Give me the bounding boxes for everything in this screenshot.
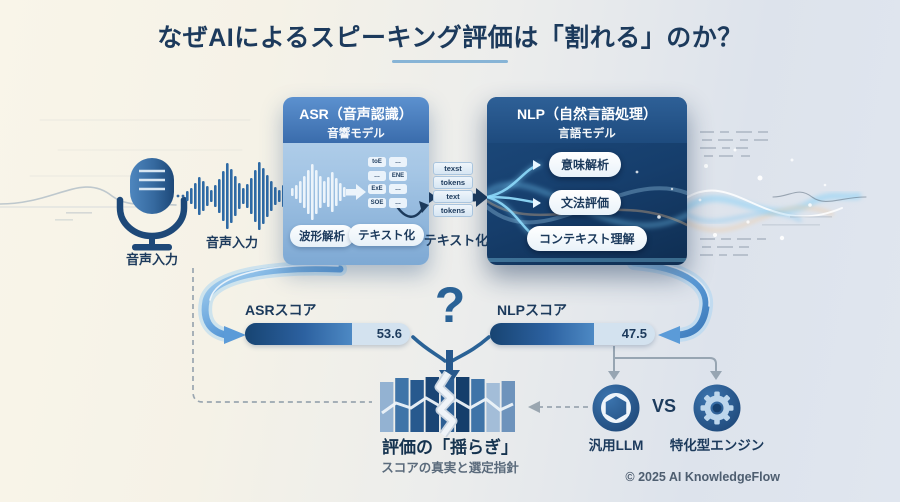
mini-token-chip: … [389, 157, 407, 167]
waveform-input-label: 音声入力 [205, 235, 258, 250]
sparkles [698, 148, 827, 241]
mini-token-chip: … [389, 184, 407, 194]
background-sketch [0, 119, 251, 221]
asr-score-value: 53.6 [376, 326, 402, 341]
result-subtitle: スコアの真実と選定指針 [381, 461, 519, 475]
mini-token-chip: SOE [368, 197, 386, 208]
mic-input-label: 音声入力 [125, 252, 178, 267]
semantic-analysis-pill: 意味解析 [549, 152, 622, 177]
token-chip: text [433, 190, 473, 203]
asr-box-title: ASR（音声認識） [299, 106, 413, 122]
asr-score-label: ASRスコア [245, 302, 317, 318]
textify-label: テキスト化 [423, 233, 489, 248]
nlp-box-header: NLP（自然言語処理） 言語モデル [487, 97, 687, 143]
asr-right-arrow-icon [346, 184, 366, 200]
token-chip: texst [433, 162, 473, 175]
nlp-score-bar-fill [490, 323, 594, 345]
asr-box-subtitle: 音響モデル [327, 128, 385, 140]
context-understanding-pill: コンテキスト理解 [527, 226, 647, 251]
gear-icon [693, 384, 741, 432]
mini-token-chip: toE [368, 157, 386, 167]
converge-shaft [446, 350, 453, 372]
nlp-box-subtitle: 言語モデル [558, 128, 616, 140]
asr-score-bar: 53.6 [245, 323, 410, 345]
asr-inner-graphics [291, 164, 429, 220]
vs-label: VS [651, 396, 676, 416]
engine-connectors [613, 346, 717, 372]
asr-box-header: ASR（音声認識） 音響モデル [283, 97, 429, 143]
mini-token-chip: … [368, 170, 386, 181]
nlp-box-title: NLP（自然言語処理） [517, 106, 657, 122]
nlp-score-value: 47.5 [621, 326, 647, 341]
engine-connector-arrowhead [710, 371, 722, 380]
microphone-icon [116, 158, 188, 251]
converge-arrows [411, 335, 491, 363]
textify-pill: テキスト化 [349, 224, 425, 246]
nlp-model-box: NLP（自然言語処理） 言語モデル 意味解析 文法評価 コンテキスト理解 [487, 97, 687, 265]
grammar-evaluation-pill: 文法評価 [549, 190, 622, 215]
mini-token-chip: ExE [368, 184, 386, 194]
mini-token-chip: … [389, 197, 407, 208]
light-streams [682, 189, 867, 232]
dashed-arrowhead [528, 401, 540, 413]
data-dash-texture [700, 131, 832, 256]
result-title: 評価の「揺らぎ」 [382, 438, 518, 457]
mini-token-chip: ENE [389, 170, 407, 181]
audio-waveform-graphic [186, 162, 297, 230]
engine-label: 特化型エンジン [669, 438, 765, 453]
swoosh-nlp-arrowhead [658, 326, 680, 344]
asr-score-bar-fill [245, 323, 353, 345]
asr-token-curve-arrow [394, 201, 429, 218]
nlp-score-label: NLPスコア [497, 302, 567, 318]
nlp-score-bar: 47.5 [490, 323, 655, 345]
page-title: なぜAIによるスピーキング評価は「割れる」のか？ [157, 24, 743, 52]
broken-chart-icon [380, 370, 515, 438]
question-mark: ? [434, 277, 466, 333]
token-chip: tokens [433, 176, 473, 189]
waveform-analysis-pill: 波形解析 [290, 225, 354, 247]
swoosh-asr-arrowhead [224, 326, 246, 344]
openai-llm-icon [592, 384, 640, 432]
asr-token-chips: toE … … ENE ExE … SOE … [368, 157, 408, 208]
asr-waveform-graphic [291, 164, 346, 220]
converge-arrowhead [439, 370, 460, 386]
title-underline [392, 60, 508, 63]
asr-model-box: ASR（音声認識） 音響モデル toE … … ENE ExE … SOE … … [283, 97, 429, 265]
copyright-text: © 2025 AI KnowledgeFlow [625, 470, 780, 484]
token-chip: tokens [433, 204, 473, 217]
llm-connector-arrowhead [608, 371, 620, 380]
llm-label: 汎用LLM [588, 438, 644, 453]
